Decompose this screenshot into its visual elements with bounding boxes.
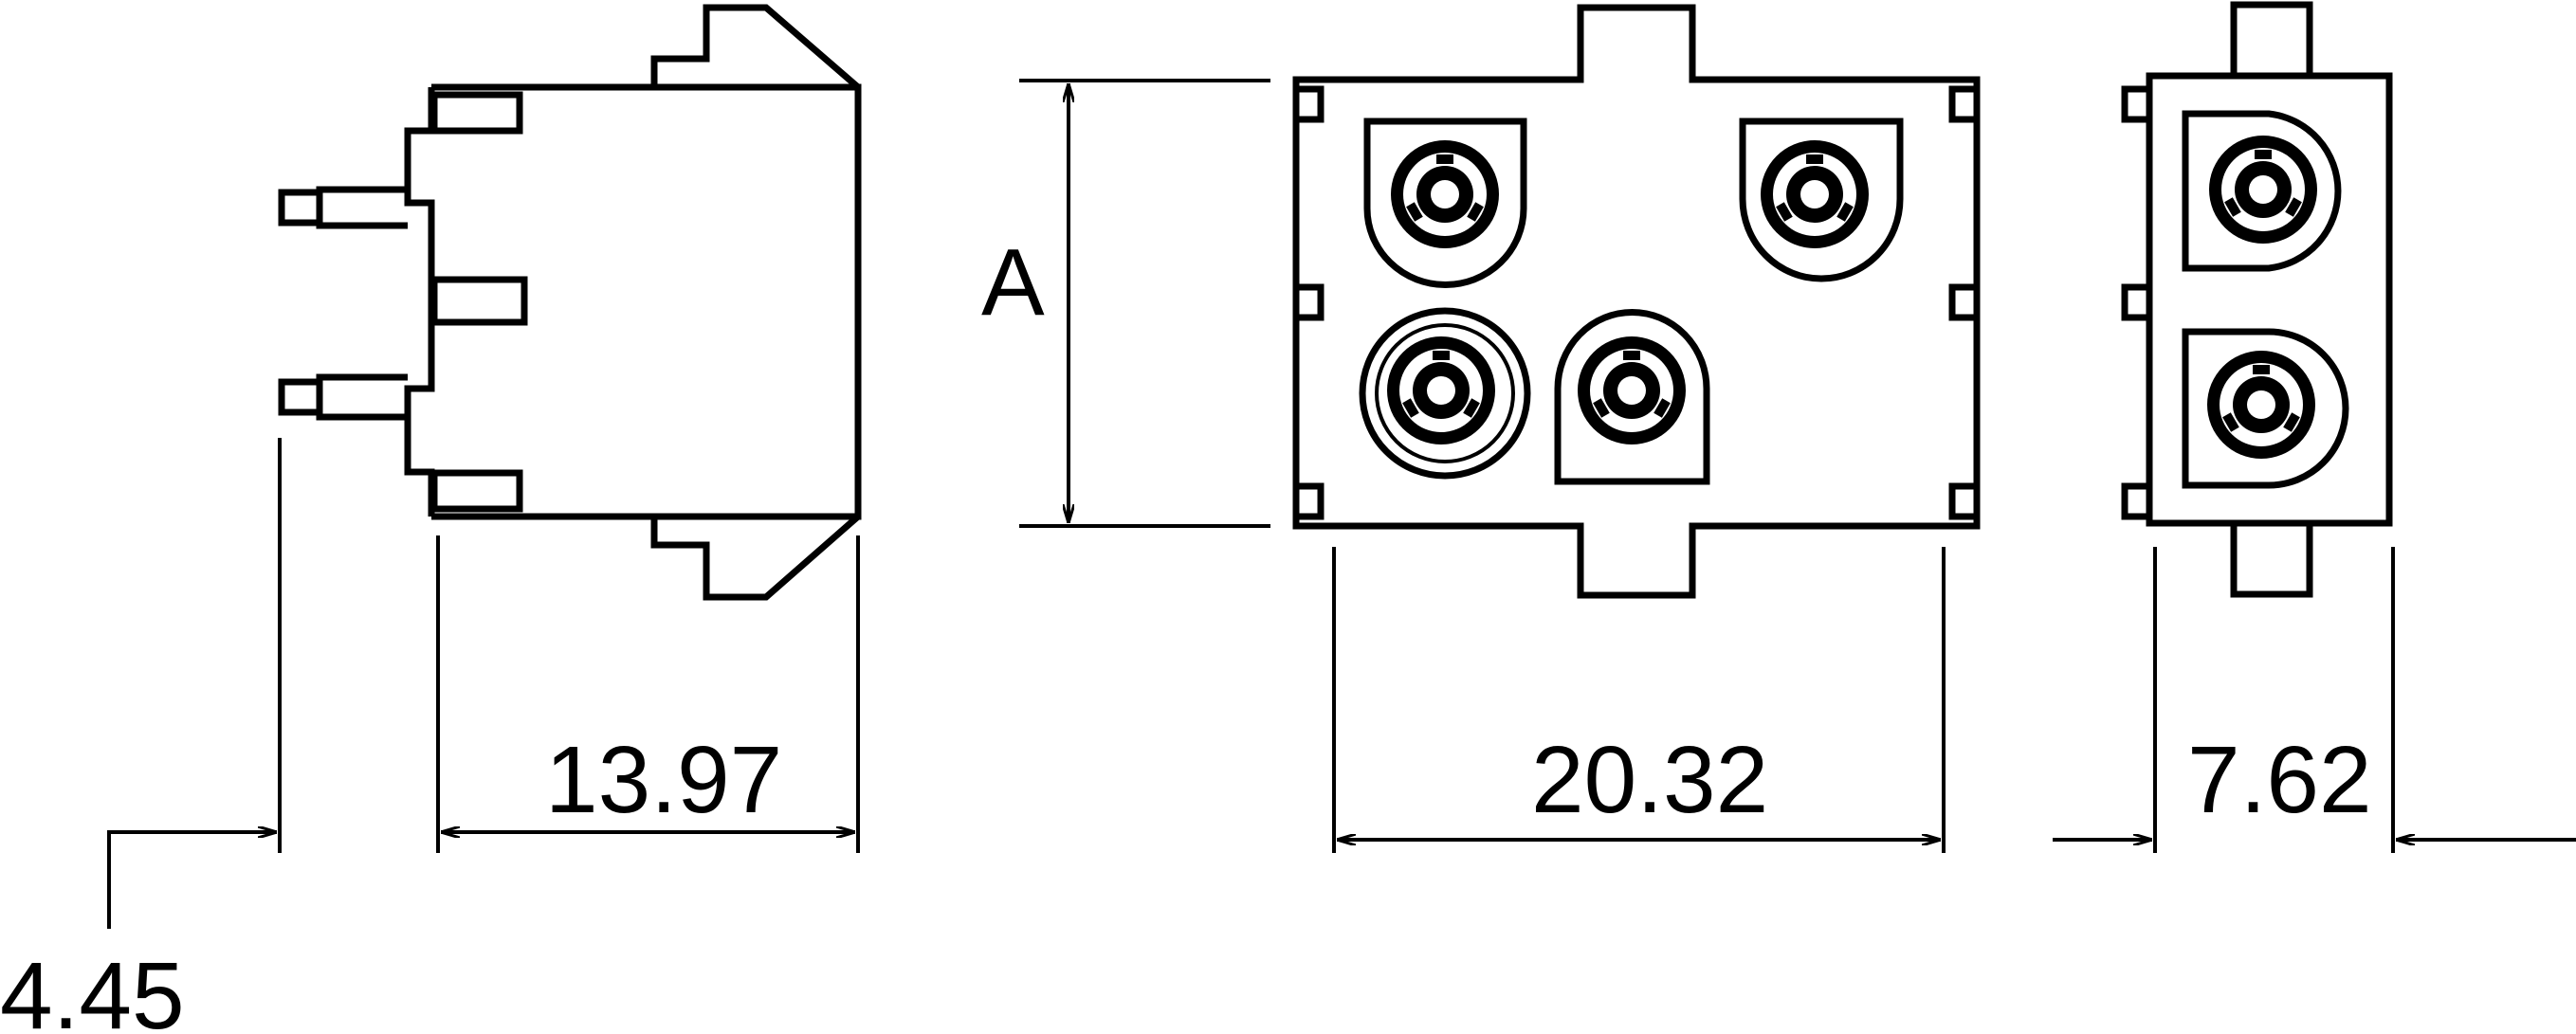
front-view bbox=[1292, 4, 1981, 599]
terminal-socket bbox=[1578, 336, 1686, 444]
terminal-socket bbox=[1391, 140, 1499, 248]
dimension-pin-offset-label: 4.45 bbox=[0, 943, 185, 1034]
side-view bbox=[278, 4, 862, 601]
end-view bbox=[2121, 1, 2393, 598]
dimension-height-label: A bbox=[981, 229, 1045, 336]
terminal-holes bbox=[1387, 136, 2317, 459]
dimension-width-2pos-label: 7.62 bbox=[2187, 727, 2372, 833]
dimension-lines bbox=[107, 79, 2576, 929]
terminal-socket bbox=[1761, 140, 1869, 248]
dimension-depth-label: 13.97 bbox=[545, 727, 782, 833]
terminal-socket bbox=[2209, 136, 2317, 244]
dimension-width-label: 20.32 bbox=[1531, 727, 1768, 833]
terminal-socket bbox=[1387, 336, 1495, 444]
terminal-socket bbox=[2207, 351, 2315, 459]
